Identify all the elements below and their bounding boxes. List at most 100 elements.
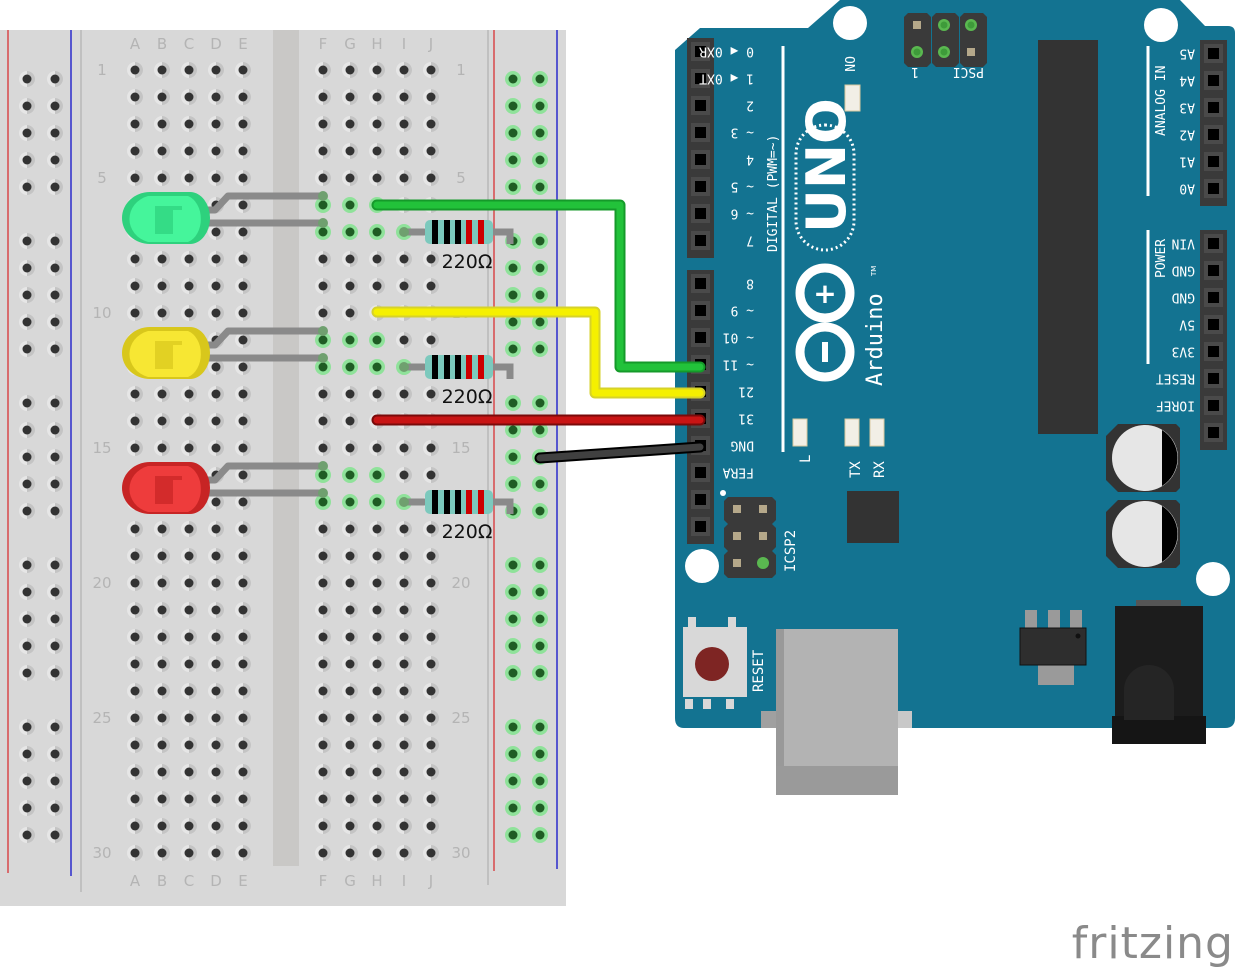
icsp2-label: ICSP2: [783, 530, 799, 572]
icsp2-block: [724, 524, 776, 551]
header-pin: [695, 208, 706, 219]
hole: [318, 794, 328, 804]
icsp-pin1-label: 1: [911, 64, 919, 79]
hole: [130, 416, 140, 426]
reset-label: RESET: [751, 649, 767, 692]
hole: [345, 740, 355, 750]
hole: [184, 173, 194, 183]
hole: [426, 605, 436, 615]
header-pin: [695, 305, 706, 316]
hole: [318, 146, 328, 156]
analog-pin-label: A1: [1179, 154, 1195, 169]
hole: [130, 659, 140, 669]
hole: [345, 416, 355, 426]
hole: [426, 686, 436, 696]
hole: [318, 659, 328, 669]
reset-button-leg: [703, 699, 711, 709]
resistor: 220Ω: [399, 490, 514, 543]
digital-pin-label: 31: [738, 411, 754, 426]
resistor: 220Ω: [399, 355, 514, 408]
power-pin-label: IOREF: [1156, 398, 1195, 413]
hole: [22, 803, 32, 813]
resistor-label: 220Ω: [442, 386, 493, 408]
hole: [22, 236, 32, 246]
hole: [184, 578, 194, 588]
hole: [238, 227, 248, 237]
hole-connected: [345, 362, 355, 372]
hole: [426, 443, 436, 453]
resistor-band: [478, 220, 484, 244]
digital-pin-label: ~ 3: [731, 125, 754, 140]
digital-pin-label: 1 ◀ 0XT: [699, 71, 754, 86]
hole: [157, 173, 167, 183]
icsp-block: [904, 13, 931, 67]
hole: [426, 740, 436, 750]
green-led: [122, 191, 328, 244]
hole: [184, 65, 194, 75]
hole: [372, 848, 382, 858]
hole: [22, 317, 32, 327]
digital-pin-label: 8: [746, 276, 754, 291]
hole: [372, 767, 382, 777]
row-label: 30: [92, 844, 111, 862]
hole: [22, 74, 32, 84]
hole: [399, 605, 409, 615]
hole-connected: [535, 479, 545, 489]
hole: [211, 443, 221, 453]
hole: [130, 767, 140, 777]
uno-logo-outline: [794, 123, 856, 252]
hole: [399, 524, 409, 534]
icsp-pin: [967, 48, 975, 56]
hole: [22, 128, 32, 138]
hole: [238, 686, 248, 696]
hole: [318, 605, 328, 615]
hole: [211, 524, 221, 534]
hole: [318, 389, 328, 399]
hole: [211, 308, 221, 318]
resistor-lead-end: [399, 362, 409, 372]
hole: [345, 65, 355, 75]
resistor-lead-end: [399, 227, 409, 237]
icsp-pin-core: [940, 21, 948, 29]
hole: [184, 281, 194, 291]
hole: [345, 848, 355, 858]
hole: [211, 254, 221, 264]
hole: [130, 578, 140, 588]
column-label: E: [238, 35, 247, 53]
hole: [238, 767, 248, 777]
hole: [130, 713, 140, 723]
hole: [399, 713, 409, 723]
hole: [345, 605, 355, 615]
hole: [157, 416, 167, 426]
hole-connected: [318, 470, 328, 480]
hole-connected: [508, 425, 518, 435]
hole: [130, 281, 140, 291]
hole: [22, 398, 32, 408]
hole: [50, 506, 60, 516]
hole: [238, 146, 248, 156]
resistor-band: [444, 490, 450, 514]
resistor-label: 220Ω: [442, 521, 493, 543]
hole: [345, 92, 355, 102]
header-pin: [1208, 292, 1219, 303]
on-led: [844, 84, 861, 112]
hole: [345, 632, 355, 642]
hole: [238, 335, 248, 345]
hole: [372, 686, 382, 696]
wires: [371, 199, 706, 464]
header-pin: [695, 235, 706, 246]
header-pin: [1208, 129, 1219, 140]
hole-connected: [508, 641, 518, 651]
hole: [184, 821, 194, 831]
power-jack-top: [1136, 600, 1181, 608]
hole: [130, 254, 140, 264]
hole: [238, 740, 248, 750]
row-label: 25: [451, 709, 470, 727]
icsp-pin-core: [940, 48, 948, 56]
hole-connected: [508, 155, 518, 165]
header-pin: [1208, 346, 1219, 357]
hole-connected: [345, 227, 355, 237]
header-pin: [1208, 373, 1219, 384]
hole: [318, 821, 328, 831]
hole: [238, 119, 248, 129]
